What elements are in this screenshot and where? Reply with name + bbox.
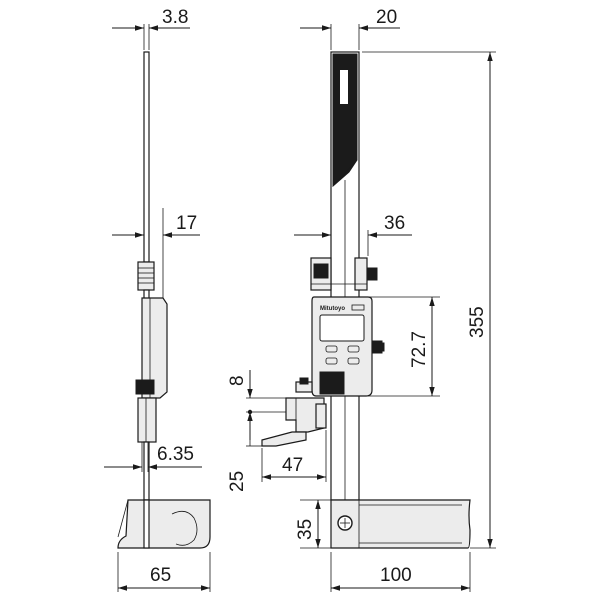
dim-base-height: 35 <box>295 519 316 540</box>
dim-slider-depth: 17 <box>176 213 197 234</box>
display-button <box>347 345 360 353</box>
dim-display-height: 72.7 <box>409 331 430 368</box>
dim-base-depth: 65 <box>150 565 171 586</box>
fine-adjust-knob <box>366 267 378 281</box>
side-view-dimensions: 3.8 17 6.35 65 <box>104 7 211 592</box>
display-button <box>347 357 360 365</box>
fine-adjust-right <box>354 257 368 291</box>
dim-base-width: 100 <box>380 565 412 586</box>
dim-slider-width: 36 <box>384 213 405 234</box>
display-button <box>325 357 338 365</box>
dim-scriber-gap: 8 <box>227 375 248 386</box>
dim-scriber-low: 25 <box>227 471 248 492</box>
side-fine-adjust <box>137 261 155 291</box>
side-view <box>117 51 211 549</box>
dim-overall-height: 355 <box>467 306 488 338</box>
display-brand-label: Mitutoyo <box>320 306 345 312</box>
dim-side-thickness: 3.8 <box>162 7 188 28</box>
side-scriber-holder <box>137 397 157 443</box>
side-beam <box>143 51 150 263</box>
brand-mark <box>340 70 348 104</box>
scriber-blade <box>261 431 307 447</box>
beam-scale-band <box>332 53 358 188</box>
dim-scriber-reach: 47 <box>282 455 303 476</box>
lcd-screen <box>319 314 365 342</box>
side-clamp-knob <box>135 379 155 395</box>
front-view: Mitutoyo <box>261 51 471 549</box>
slider-lower-block <box>319 371 345 395</box>
front-view-dimensions: 20 36 72.7 355 8 47 25 <box>227 7 496 592</box>
dim-front-width: 20 <box>376 7 397 28</box>
front-base <box>330 499 471 549</box>
display-button <box>325 345 338 353</box>
dim-scriber-thickness: 6.35 <box>157 444 194 465</box>
